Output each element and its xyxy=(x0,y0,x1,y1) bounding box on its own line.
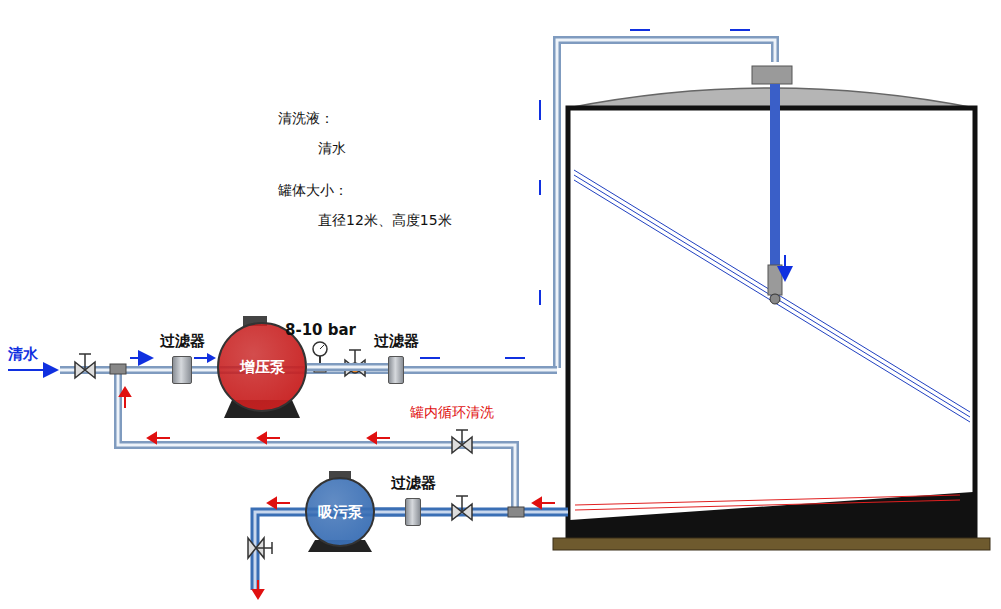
pump-name: 吸污泵 xyxy=(318,503,363,522)
pipe-connector xyxy=(375,512,405,513)
filter-box: 过滤器 xyxy=(172,356,192,384)
note-label: 罐内循环清洗 xyxy=(410,404,494,422)
filter-label: 过滤器 xyxy=(160,332,205,351)
note-label: 直径12米、高度15米 xyxy=(318,212,452,230)
filter-label: 过滤器 xyxy=(374,332,419,351)
pump-circle: 吸污泵 xyxy=(305,477,375,547)
filter-box: 过滤器 xyxy=(388,356,404,384)
note-label: 清洗液： xyxy=(278,110,334,128)
note-label: 8-10 bar xyxy=(285,321,356,339)
pump-name: 增压泵 xyxy=(240,358,285,377)
note-label: 清水 xyxy=(8,345,38,364)
filter-label: 过滤器 xyxy=(391,474,436,493)
note-label: 罐体大小： xyxy=(278,182,348,200)
note-label: 清水 xyxy=(318,140,346,158)
filter-box: 过滤器 xyxy=(405,498,421,526)
pipe-connector xyxy=(192,353,217,370)
pipe-connector xyxy=(307,367,388,368)
